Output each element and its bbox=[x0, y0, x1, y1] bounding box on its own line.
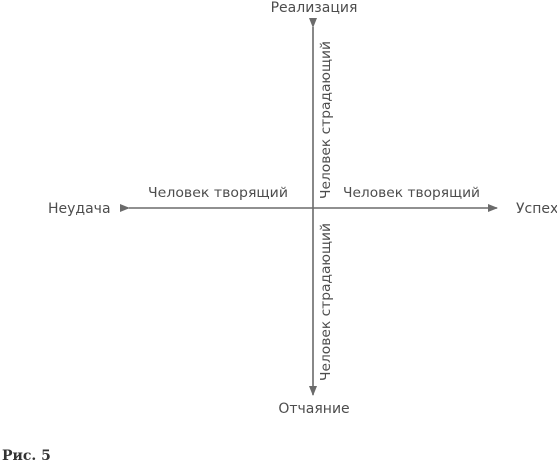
axis-label-left: Неудача bbox=[48, 201, 111, 217]
axis-label-bottom: Отчаяние bbox=[278, 401, 349, 417]
quadrant-label-right: Человек творящий bbox=[343, 185, 480, 201]
figure-caption: Рис. 5 bbox=[2, 448, 51, 464]
quadrant-label-left: Человек творящий bbox=[148, 185, 288, 201]
axis-label-top: Реализация bbox=[271, 0, 358, 16]
quadrant-label-bottom: Человек страдающий bbox=[318, 223, 334, 381]
axis-label-right: Успех bbox=[516, 201, 557, 217]
quadrant-label-top: Человек страдающий bbox=[318, 41, 334, 199]
